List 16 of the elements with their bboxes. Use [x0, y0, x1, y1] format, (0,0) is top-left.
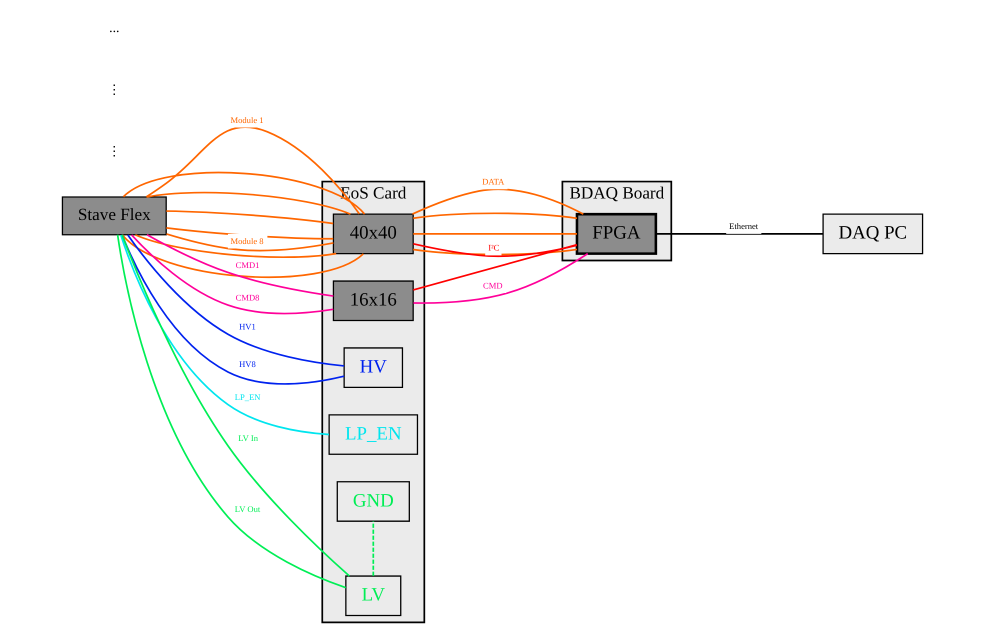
- edge-label: LP_EN: [234, 392, 260, 402]
- edge-label: Ethernet: [729, 221, 758, 232]
- label: ...: [109, 20, 120, 36]
- edge-label: Module 8: [230, 236, 264, 246]
- edge-label: HV8: [239, 359, 256, 370]
- edge-label: LV In: [238, 432, 258, 443]
- edge-label: DATA: [482, 176, 504, 187]
- edge-label: CMD1: [236, 260, 260, 270]
- edge-label: Module 1: [230, 114, 264, 125]
- edge-label: I²C: [488, 242, 500, 253]
- edge-label: HV1: [239, 322, 256, 332]
- label: ⋮: [107, 144, 122, 159]
- edge-label: LV Out: [234, 504, 260, 514]
- edge-label: CMD: [483, 280, 503, 290]
- edge-label: CMD8: [236, 292, 260, 302]
- label: ⋮: [107, 82, 122, 97]
